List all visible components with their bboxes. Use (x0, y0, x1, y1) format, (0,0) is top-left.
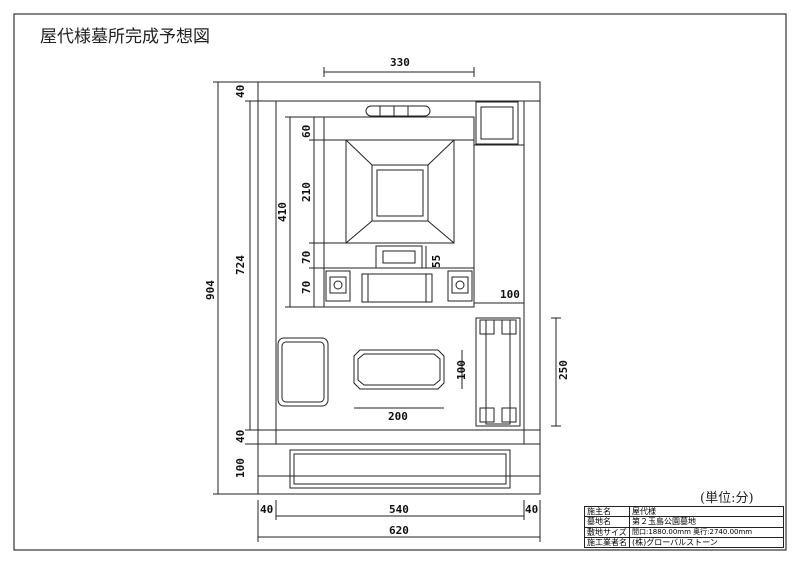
stele-right-cap-3 (479, 407, 495, 423)
title-block-label: 墓地名 (584, 516, 630, 528)
dim-904: 904 (204, 280, 217, 300)
stele-right-cap-4 (501, 407, 517, 423)
title-block-row: 施工業者名 (株)グローバルストーン (584, 536, 784, 549)
lantern-box (475, 101, 519, 145)
flower-stand-right-top (451, 276, 469, 294)
title-block-value: 屋代様 (629, 505, 784, 518)
dim-620: 620 (389, 524, 409, 537)
bench-left-inner (281, 341, 325, 403)
monument-outer (345, 139, 455, 244)
flower-stand-left-top (329, 276, 347, 294)
title-block-value: 第２玉島公園墓地 (629, 516, 784, 528)
monument-base (323, 116, 475, 308)
flower-stand-left-hole (333, 280, 343, 290)
unit-note: (単位:分) (700, 491, 754, 506)
page-border (13, 13, 787, 551)
dim-100-right: 100 (500, 288, 520, 301)
dim-right-40: 40 (525, 503, 538, 516)
monument-edge-3 (345, 220, 373, 244)
flower-stand-right-hole (455, 280, 465, 290)
incense-holder (375, 245, 423, 269)
stele-right (475, 317, 521, 427)
title-block-row: 施主名 屋代様 (584, 505, 784, 518)
title-block-value: (株)グローバルストーン (629, 536, 784, 549)
dim-330: 330 (390, 56, 410, 69)
dim-top-40: 40 (234, 85, 247, 98)
front-slab (289, 449, 511, 489)
center-plate-inner (357, 353, 441, 386)
title-block-row: 墓地名 第２玉島公園墓地 (584, 516, 784, 528)
stele-right-inner (485, 319, 511, 425)
title-block-label: 敷地サイズ (584, 526, 630, 538)
dim-210: 210 (300, 182, 313, 202)
title-block-value: 間口:1880.00mm 奥行:2740.00mm (629, 526, 784, 538)
flower-stand-right (447, 270, 473, 302)
rear-ornament (365, 105, 431, 117)
dim-410: 410 (276, 202, 289, 222)
dim-70a: 70 (300, 251, 313, 264)
monument-edge-2 (427, 139, 455, 166)
dim-100-v: 100 (455, 360, 468, 380)
monument-edge-4 (427, 220, 455, 244)
bench-left (277, 337, 329, 407)
monument-top-inner (376, 169, 424, 217)
dim-70b: 70 (300, 281, 313, 294)
monument-edge-1 (345, 139, 373, 166)
dim-724: 724 (234, 255, 247, 275)
dim-left-40: 40 (260, 503, 273, 516)
title-block-label: 施工業者名 (584, 536, 630, 549)
lantern-box-inner (480, 106, 514, 140)
monument-top (371, 164, 429, 222)
center-plate (353, 349, 445, 390)
incense-holder-inner (382, 250, 416, 264)
drawing-title: 屋代様墓所完成予想図 (40, 27, 210, 47)
dim-250: 250 (557, 360, 570, 380)
offering-stone (361, 273, 433, 303)
flower-stand-left (325, 270, 351, 302)
dim-55: 55 (430, 255, 443, 268)
dim-200: 200 (388, 410, 408, 423)
stele-right-cap-1 (479, 319, 495, 335)
dim-60: 60 (300, 125, 313, 138)
site-inner-frame (275, 100, 525, 431)
title-block: 施主名 屋代様 墓地名 第２玉島公園墓地 敷地サイズ 間口:1880.00mm … (584, 505, 784, 549)
dim-540: 540 (389, 503, 409, 516)
site-outer-boundary (257, 81, 541, 495)
dim-bottom-100: 100 (234, 458, 247, 478)
title-block-label: 施主名 (584, 505, 630, 518)
title-block-row: 敷地サイズ 間口:1880.00mm 奥行:2740.00mm (584, 526, 784, 538)
front-slab-inner (293, 453, 507, 485)
stele-right-cap-2 (501, 319, 517, 335)
dim-bottom-40: 40 (234, 430, 247, 443)
